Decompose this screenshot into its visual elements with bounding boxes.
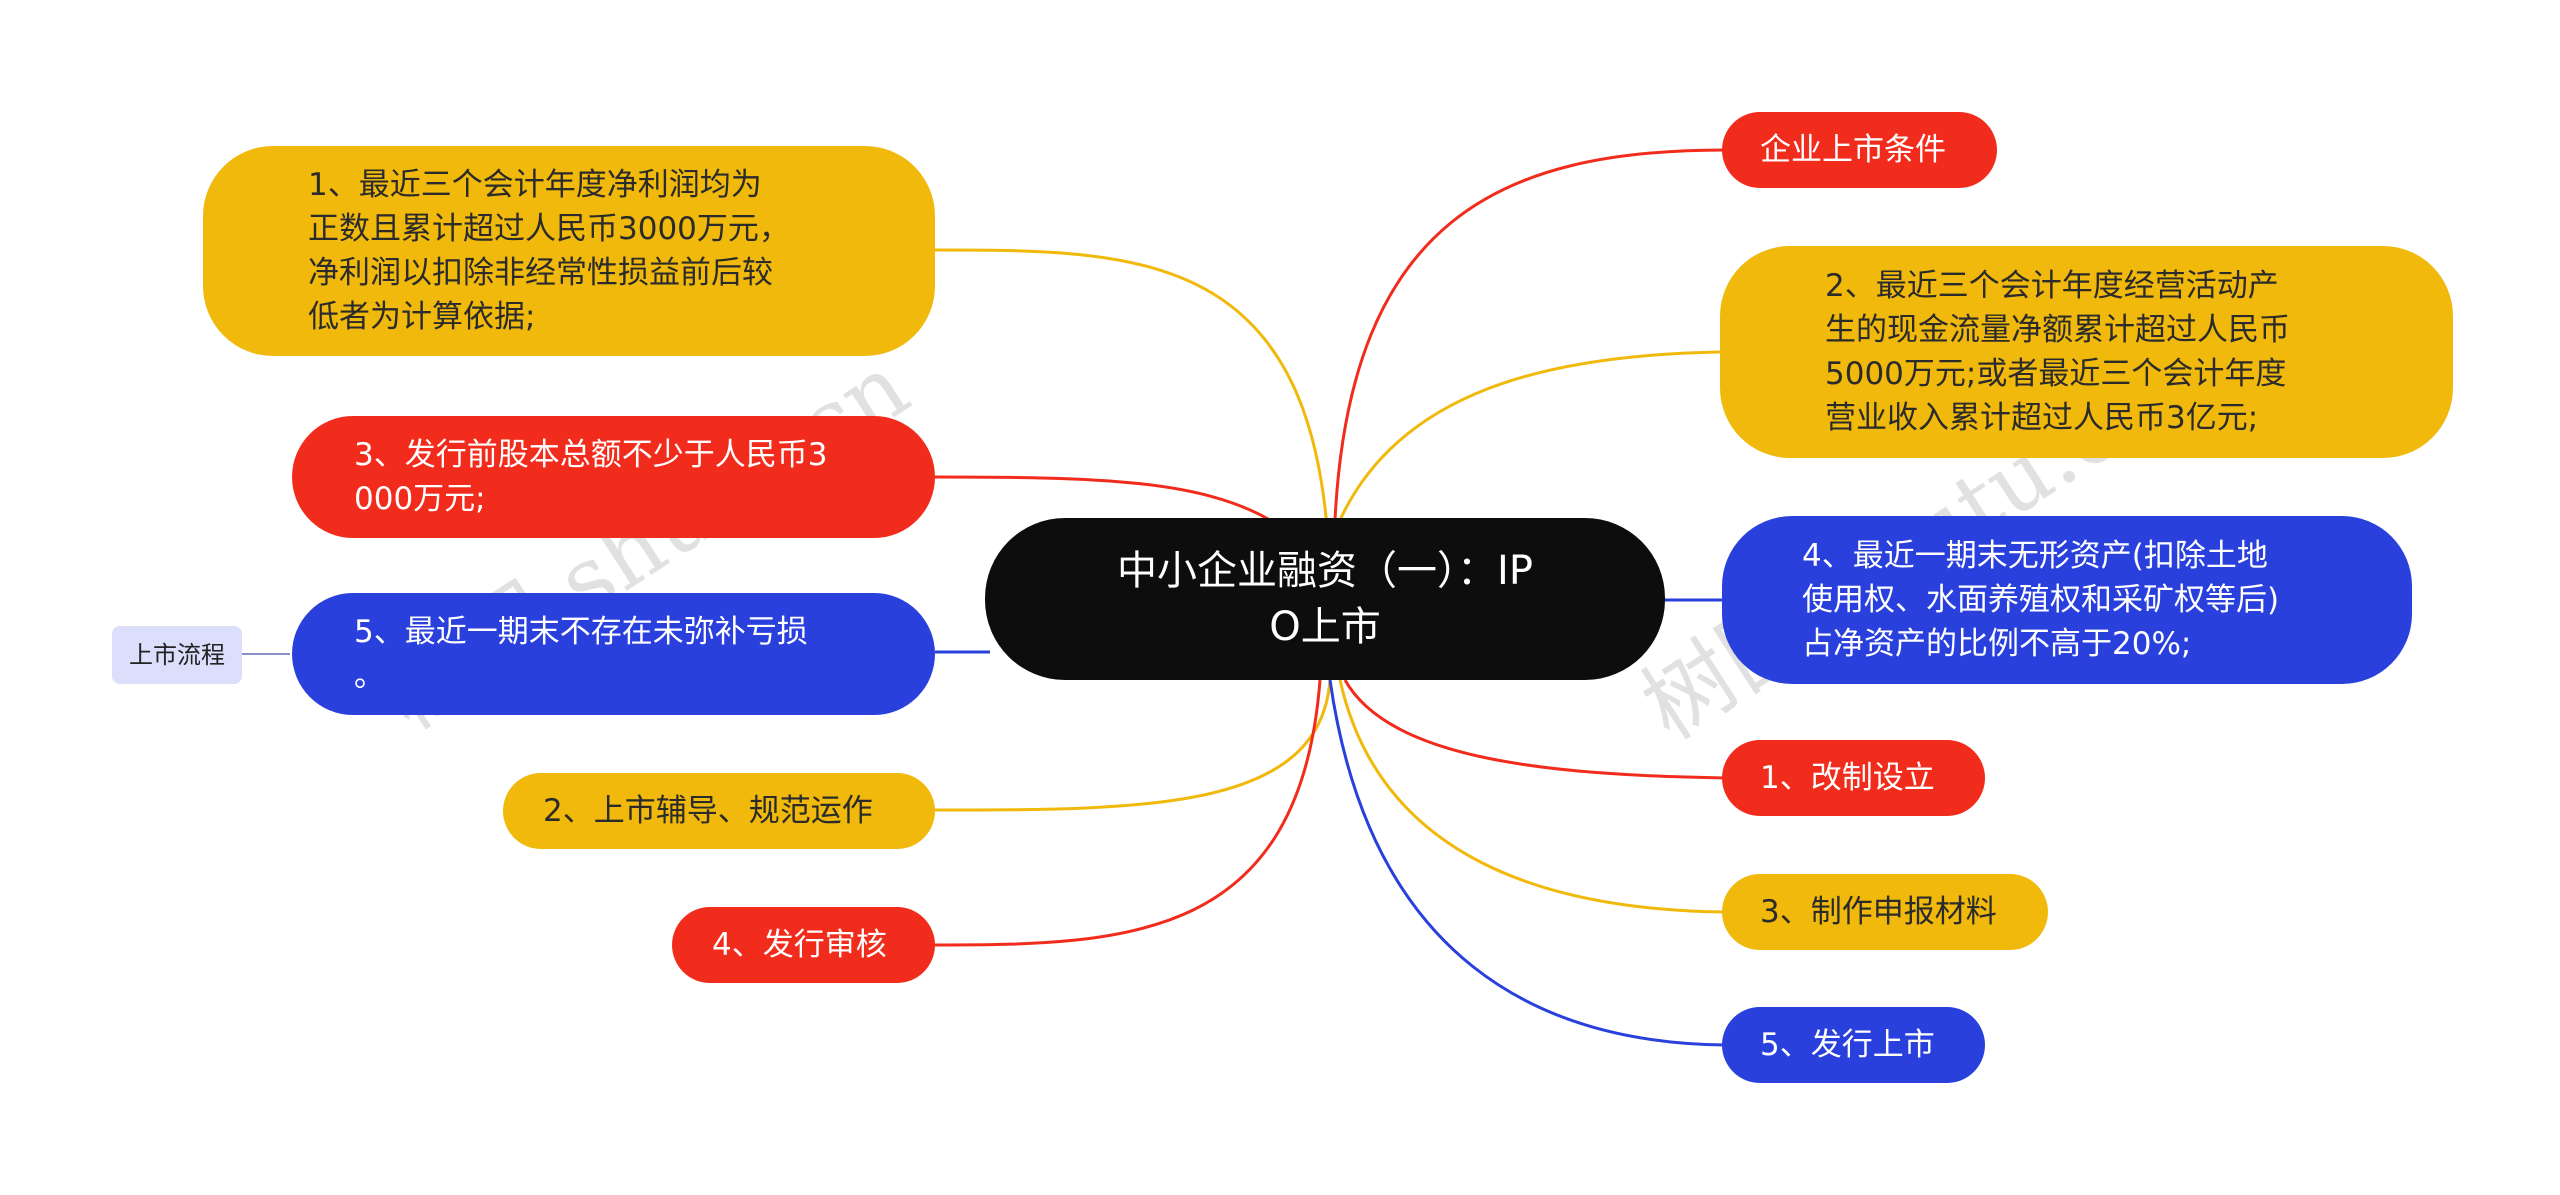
- link-left-4: [934, 679, 1332, 812]
- process-step-5-label: 5、发行上市: [1760, 1027, 1935, 1063]
- process-step-1[interactable]: 1、改制设立: [1722, 740, 1985, 816]
- link-left-5: [934, 679, 1322, 947]
- listing-conditions-node-label: 企业上市条件: [1760, 132, 1946, 168]
- link-right-6: [1328, 679, 1726, 1047]
- link-right-2: [1338, 350, 1721, 521]
- link-right-5: [1338, 679, 1726, 914]
- condition-node-2[interactable]: 2、最近三个会计年度经营活动产 生的现金流量净额累计超过人民币 5000万元;或…: [1720, 246, 2453, 458]
- process-step-3[interactable]: 3、制作申报材料: [1722, 874, 2048, 950]
- listing-process-tag-label: 上市流程: [129, 641, 225, 669]
- process-step-4[interactable]: 4、发行审核: [672, 907, 935, 983]
- process-step-2[interactable]: 2、上市辅导、规范运作: [503, 773, 935, 849]
- condition-node-3-label: 3、发行前股本总额不少于人民币3 000万元;: [354, 437, 828, 517]
- process-step-4-label: 4、发行审核: [712, 927, 887, 963]
- link-left-1: [934, 248, 1332, 601]
- process-step-3-label: 3、制作申报材料: [1760, 894, 1997, 930]
- condition-node-5-label: 5、最近一期末不存在未弥补亏损 。: [354, 614, 808, 694]
- root-topic-label: 中小企业融资（一）：IP O上市: [1117, 548, 1533, 650]
- process-step-5[interactable]: 5、发行上市: [1722, 1007, 1985, 1083]
- condition-node-1[interactable]: 1、最近三个会计年度净利润均为 正数且累计超过人民币3000万元， 净利润以扣除…: [203, 146, 935, 356]
- process-step-2-label: 2、上市辅导、规范运作: [543, 793, 873, 829]
- root-topic[interactable]: 中小企业融资（一）：IP O上市: [985, 518, 1665, 680]
- link-right-4: [1343, 679, 1726, 780]
- condition-node-4-label: 4、最近一期末无形资产(扣除土地 使用权、水面养殖权和采矿权等后) 占净资产的比…: [1802, 538, 2280, 662]
- process-step-1-label: 1、改制设立: [1760, 760, 1935, 796]
- condition-node-3[interactable]: 3、发行前股本总额不少于人民币3 000万元;: [292, 416, 935, 538]
- listing-conditions-node[interactable]: 企业上市条件: [1722, 112, 1997, 188]
- condition-node-1-label: 1、最近三个会计年度净利润均为 正数且累计超过人民币3000万元， 净利润以扣除…: [308, 167, 790, 335]
- listing-process-tag[interactable]: 上市流程: [112, 626, 242, 684]
- condition-node-4[interactable]: 4、最近一期末无形资产(扣除土地 使用权、水面养殖权和采矿权等后) 占净资产的比…: [1722, 516, 2412, 684]
- condition-node-5[interactable]: 5、最近一期末不存在未弥补亏损 。: [292, 593, 935, 715]
- link-left-2: [934, 475, 1271, 522]
- link-right-1: [1333, 148, 1726, 521]
- condition-node-2-label: 2、最近三个会计年度经营活动产 生的现金流量净额累计超过人民币 5000万元;或…: [1825, 268, 2290, 436]
